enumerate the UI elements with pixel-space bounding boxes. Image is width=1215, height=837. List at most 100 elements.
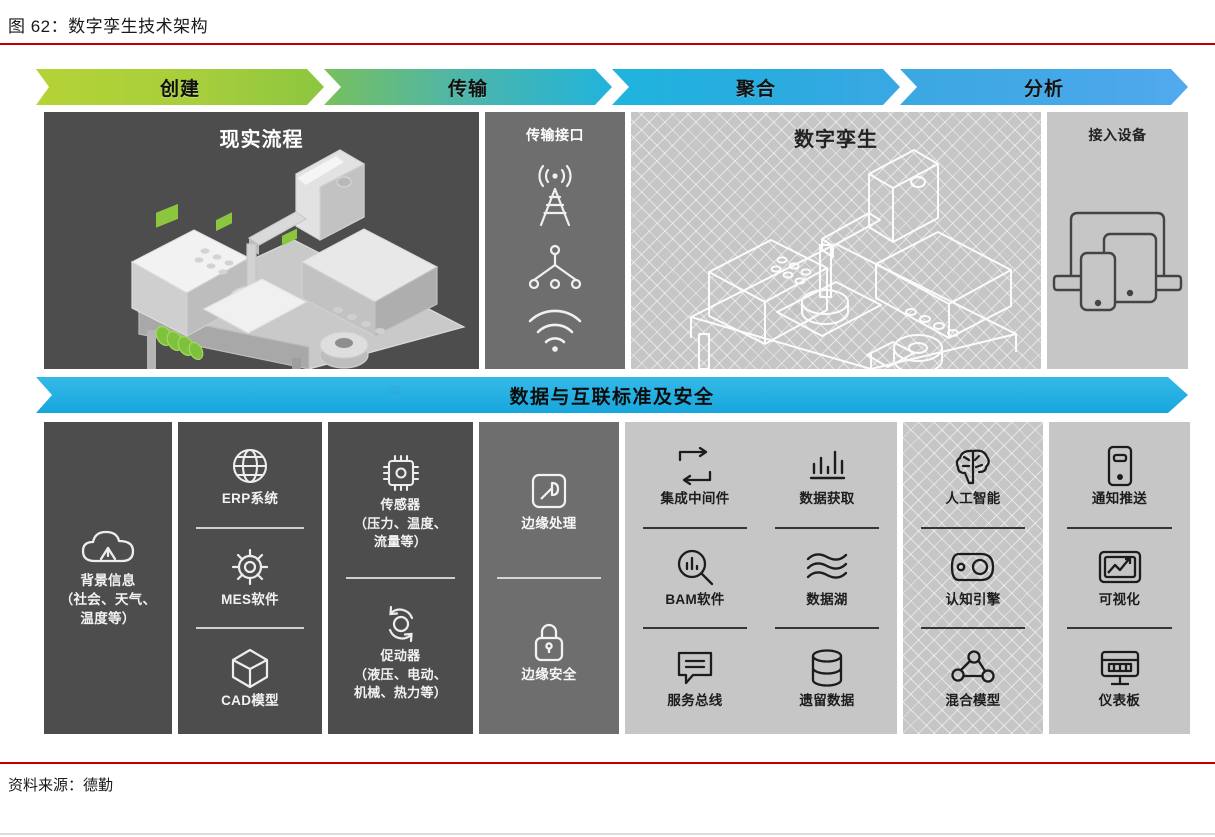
source-note: 资料来源：德勤 — [8, 777, 114, 794]
item-dashboard-label: 仪表板 — [1098, 692, 1141, 708]
item-integration-middleware-label: 集成中间件 — [660, 491, 730, 507]
stage-create-shape — [36, 69, 324, 105]
item-hybrid-model-label: 混合模型 — [945, 692, 1001, 708]
item-legacy-data-label: 遗留数据 — [799, 692, 855, 708]
actuator-icon — [379, 604, 423, 644]
card-divider — [643, 526, 747, 529]
standards-security-band[interactable]: 数据与互联标准及安全 — [36, 377, 1188, 413]
panel-real-process: 现实流程 — [44, 112, 479, 369]
stage-analyze-shape — [900, 69, 1188, 105]
item-data-acquisition: 数据获取 — [761, 430, 893, 525]
item-cad-label: CAD模型 — [221, 692, 279, 708]
item-erp: ERP系统 — [182, 430, 318, 525]
standards-security-label: 数据与互联标准及安全 — [509, 386, 715, 408]
cube-icon — [230, 648, 270, 688]
upper-panel-row: 现实流程 — [44, 112, 1188, 369]
card-divider — [775, 627, 879, 630]
cloud-icon — [78, 528, 138, 568]
card-divider — [346, 577, 455, 579]
item-edge-security: 边缘安全 — [483, 581, 615, 726]
item-integration-middleware: 集成中间件 — [629, 430, 761, 525]
item-data-lake: 数据湖 — [761, 531, 893, 626]
title-rule — [0, 43, 1215, 45]
stage-transmit-shape — [324, 69, 612, 105]
item-mes-label: MES软件 — [221, 591, 279, 607]
visualization-icon — [1096, 547, 1144, 587]
item-background-info: 背景信息 （社会、天气、 温度等） — [48, 430, 168, 726]
item-bam: BAM软件 — [629, 531, 761, 626]
card-divider — [1067, 627, 1172, 630]
diagram-canvas: 创建 传输 聚合 分析 现实流程 — [0, 52, 1215, 742]
card-sensors-actuators[interactable]: 传感器 （压力、温度、 流量等） — [328, 422, 473, 734]
card-divider — [196, 526, 304, 529]
item-erp-label: ERP系统 — [221, 491, 279, 507]
bar-chart-icon — [806, 446, 848, 486]
item-mes: MES软件 — [182, 531, 318, 626]
factory-robot-illustration — [130, 149, 466, 369]
card-divider — [643, 627, 747, 630]
panel-real-process-title: 现实流程 — [219, 129, 304, 151]
standards-band-shape — [36, 377, 1188, 413]
card-divider — [775, 526, 879, 529]
gear-icon — [229, 547, 271, 587]
stage-aggregate[interactable]: 聚合 — [612, 69, 900, 105]
notification-phone-icon — [1104, 446, 1136, 487]
chip-icon — [380, 453, 422, 493]
footer-rule — [0, 762, 1215, 764]
panel-digital-twin-title: 数字孪生 — [794, 129, 878, 151]
item-notification-label: 通知推送 — [1091, 491, 1148, 507]
waves-icon — [803, 547, 851, 587]
antenna-tower-icon — [538, 165, 572, 227]
speech-bubble-icon — [673, 648, 717, 688]
loop-arrows-icon — [674, 446, 716, 486]
factory-robot-wireframe-illustration — [690, 149, 1017, 369]
item-hybrid-model: 混合模型 — [907, 631, 1039, 726]
item-cad: CAD模型 — [182, 631, 318, 726]
item-actuator-label: 促动器 （液压、电动、 机械、热力等） — [353, 648, 448, 701]
item-dashboard: 仪表板 — [1053, 631, 1186, 726]
devices-laptop-tablet-phone-icon — [1052, 211, 1183, 312]
stage-aggregate-shape — [612, 69, 900, 105]
card-analytics-ai[interactable]: 人工智能 认知引擎 — [903, 422, 1043, 734]
panel-transmission-interface: 传输接口 — [485, 112, 625, 369]
item-background-info-label: 背景信息 （社会、天气、 温度等） — [59, 572, 157, 627]
chart-magnifier-icon — [674, 547, 716, 587]
item-cognitive-engine-label: 认知引擎 — [945, 591, 1001, 607]
lock-icon — [530, 622, 568, 662]
item-cognitive-engine: 认知引擎 — [907, 531, 1039, 626]
card-divider — [921, 627, 1025, 630]
lower-card-row: 背景信息 （社会、天气、 温度等） — [44, 422, 1190, 734]
edge-processing-icon — [528, 471, 570, 511]
item-sensor: 传感器 （压力、温度、 流量等） — [332, 430, 469, 575]
panel-access-devices: 接入设备 — [1047, 112, 1188, 369]
card-output[interactable]: 通知推送 可视化 — [1049, 422, 1190, 734]
item-data-lake-label: 数据湖 — [806, 591, 848, 607]
stage-analyze[interactable]: 分析 — [900, 69, 1188, 105]
figure-title: 图 62：数字孪生技术架构 — [8, 17, 209, 36]
stage-banner: 创建 传输 聚合 分析 — [36, 69, 1188, 105]
stage-aggregate-label: 聚合 — [735, 78, 776, 100]
item-visualization-label: 可视化 — [1098, 591, 1141, 607]
item-data-acquisition-label: 数据获取 — [799, 491, 855, 507]
panel-access-devices-title: 接入设备 — [1088, 127, 1147, 143]
cognitive-engine-icon — [949, 547, 997, 587]
card-aggregation[interactable]: 集成中间件 — [625, 422, 897, 734]
brain-icon — [952, 446, 994, 486]
globe-icon — [230, 446, 270, 486]
database-icon — [808, 648, 846, 688]
card-edge[interactable]: 边缘处理 边缘安全 — [479, 422, 619, 734]
item-service-bus: 服务总线 — [629, 631, 761, 726]
card-enterprise-systems[interactable]: ERP系统 MES软件 — [178, 422, 322, 734]
card-divider — [196, 627, 304, 630]
item-service-bus-label: 服务总线 — [667, 692, 723, 708]
item-edge-processing: 边缘处理 — [483, 430, 615, 575]
item-edge-processing-label: 边缘处理 — [521, 516, 577, 532]
panel-digital-twin: 数字孪生 — [631, 112, 1041, 369]
stage-create[interactable]: 创建 — [36, 69, 324, 105]
item-ai: 人工智能 — [907, 430, 1039, 525]
item-edge-security-label: 边缘安全 — [521, 667, 577, 683]
item-sensor-label: 传感器 （压力、温度、 流量等） — [353, 497, 448, 550]
stage-transmit-label: 传输 — [447, 78, 488, 100]
card-background-info[interactable]: 背景信息 （社会、天气、 温度等） — [44, 422, 172, 734]
stage-transmit[interactable]: 传输 — [324, 69, 612, 105]
